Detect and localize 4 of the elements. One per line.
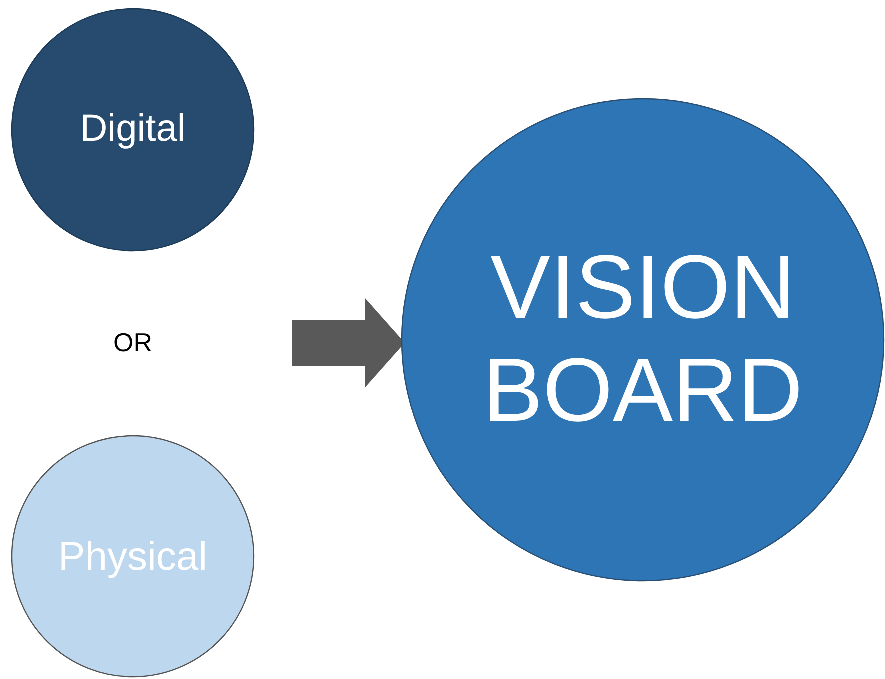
or-label: OR — [114, 328, 152, 358]
node-label: VISION BOARD — [482, 236, 804, 443]
node-label: Digital — [80, 108, 186, 152]
node-label: Physical — [58, 534, 208, 580]
